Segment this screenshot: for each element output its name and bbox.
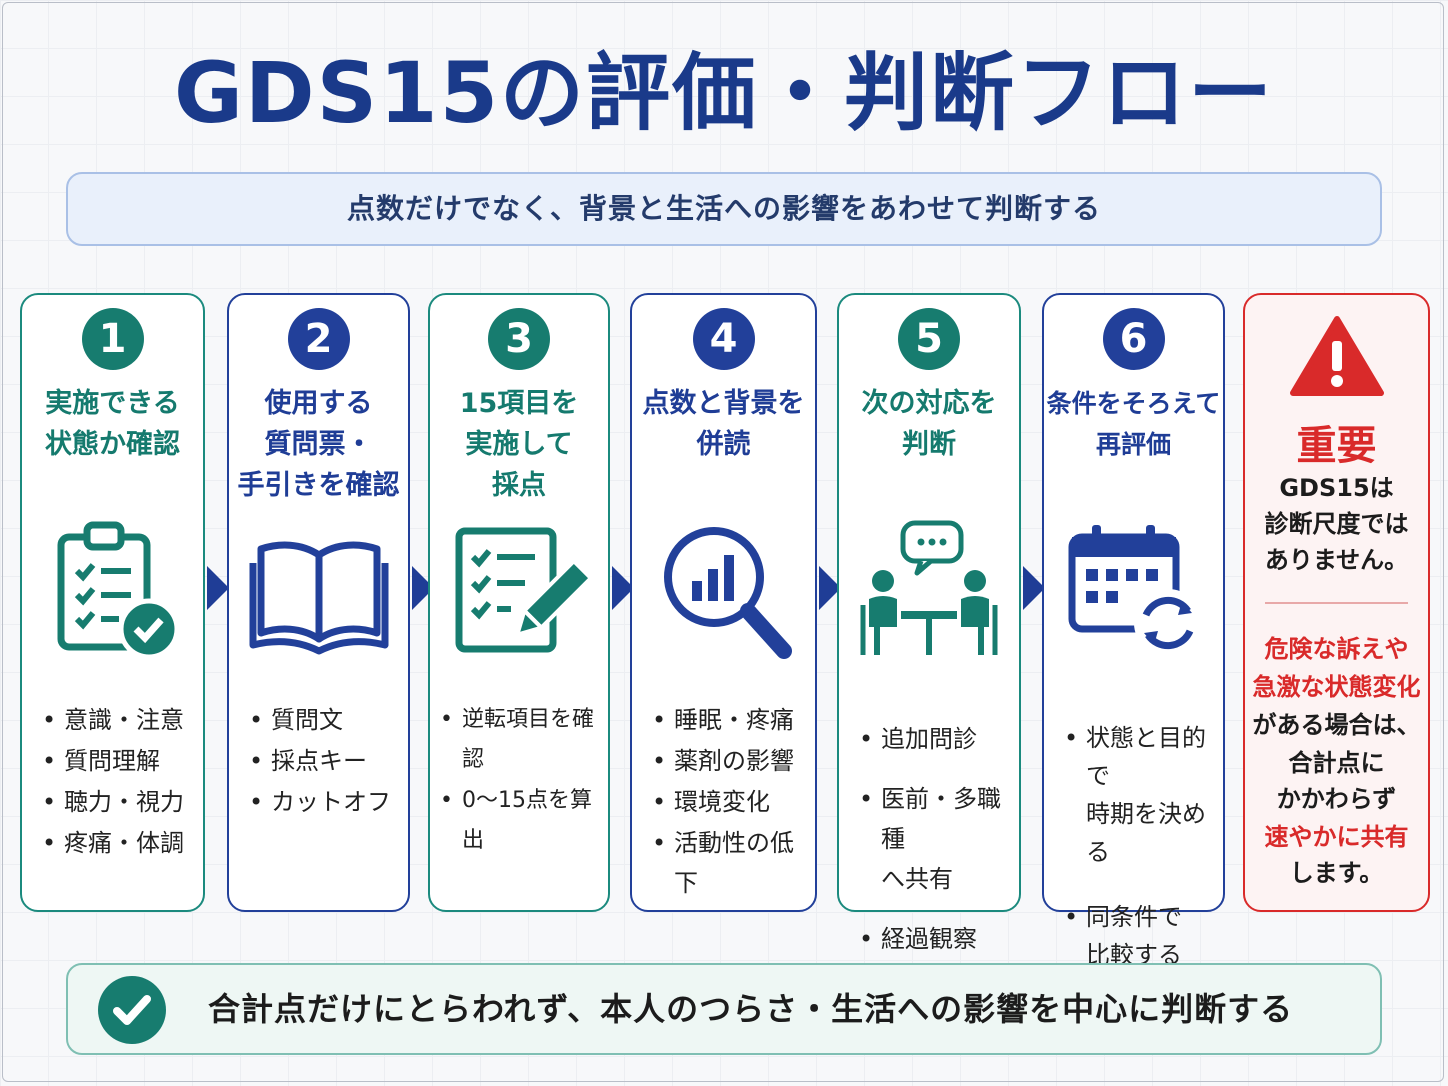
important-text: かかわらず [1276, 785, 1397, 813]
step-card-5: 5 次の対応を 判断 追加問診 医前・多職種 へ共有 経過観察 [837, 293, 1021, 959]
step-number: 6 [1102, 308, 1165, 370]
check-circle-icon [98, 976, 166, 1044]
bullet-item: 採点キー [247, 741, 402, 781]
step-bullets: 状態と目的で 時期を決める 同条件で 比較する [1062, 700, 1217, 994]
magnifier-chart-icon [663, 527, 792, 659]
consultation-icon [860, 520, 998, 655]
arrow-right-icon [1023, 566, 1045, 610]
warning-text: 危険な訴えや [1264, 635, 1409, 663]
bullet-item: 意識・注意 [40, 700, 197, 740]
step-card-2: 2 使用する 質問票・ 手引きを確認 質問文 採点キー カットオフ [227, 293, 410, 912]
step-title: 点数と背景を 併読 [642, 388, 805, 460]
step-title: 次の対応を 判断 [861, 388, 997, 460]
bullet-item: 状態と目的で 時期を決める [1062, 719, 1217, 871]
step-number: 3 [488, 308, 550, 370]
step-number: 2 [287, 308, 350, 370]
bullet-item: 聴力・視力 [40, 782, 197, 822]
bullet-item: カットオフ [247, 782, 402, 822]
step-bullets: 睡眠・疼痛 薬剤の影響 環境変化 活動性の低下 [650, 700, 809, 904]
step-card-4: 4 点数と背景を 併読 睡眠・疼痛 薬剤の影響 環境変化 活動性の低下 [630, 293, 817, 912]
step-bullets: 質問文 採点キー カットオフ [247, 700, 402, 823]
step-title: 15項目を 実施して 採点 [459, 388, 579, 501]
warning-text: 速やかに共有 [1264, 823, 1409, 851]
bullet-item: 経過観察 [857, 919, 1013, 959]
step-card-1: 1 実施できる 状態か確認 意識・注意 質問理解 聴力・視力 疼痛・体調 [20, 293, 205, 912]
arrow-right-icon [207, 566, 229, 610]
step-title: 使用する 質問票・ 手引きを確認 [237, 388, 400, 501]
step-bullets: 追加問診 医前・多職種 へ共有 経過観察 [857, 700, 1013, 979]
warning-icon [1289, 316, 1384, 396]
divider [1265, 602, 1408, 604]
bullet-item: 疼痛・体調 [40, 823, 197, 863]
bottom-banner: 合計点だけにとらわれず、本人のつらさ・生活への影響を中心に判断する [66, 963, 1382, 1055]
bottom-message: 合計点だけにとらわれず、本人のつらさ・生活への影響を中心に判断する [208, 990, 1294, 1028]
arrow-right-icon [612, 566, 634, 610]
subtitle-banner: 点数だけでなく、背景と生活への影響をあわせて判断する [66, 172, 1382, 246]
bullet-item: 活動性の低下 [650, 823, 809, 903]
step-number: 5 [898, 308, 960, 370]
step-bullets: 意識・注意 質問理解 聴力・視力 疼痛・体調 [40, 700, 197, 864]
important-text: 合計点に [1288, 749, 1385, 777]
bullet-item: 追加問診 [857, 719, 1013, 759]
bullet-item: 質問文 [247, 700, 402, 740]
arrow-right-icon [819, 566, 841, 610]
calendar-refresh-icon [1068, 525, 1202, 657]
step-bullets: 逆転項目を確認 0〜15点を算出 [438, 700, 602, 862]
checklist-pencil-icon [455, 527, 589, 653]
step-card-3: 3 15項目を 実施して 採点 逆転項目を確認 0〜15点を算出 [428, 293, 610, 912]
important-text: がある場合は、 [1252, 711, 1421, 739]
step-title: 実施できる 状態か確認 [45, 388, 180, 460]
step-number: 4 [692, 308, 755, 370]
warning-text: 急激な状態変化 [1252, 673, 1421, 701]
clipboard-check-icon [57, 521, 179, 660]
step-card-6: 6 条件をそろえて 再評価 状態と目的で 時期を決める 同条件で 比較する [1042, 293, 1225, 969]
important-text: ありません。 [1264, 546, 1409, 574]
bullet-item: 0〜15点を算出 [438, 781, 602, 861]
important-heading: 重要 [1296, 423, 1377, 469]
important-text: 診断尺度では [1264, 510, 1409, 538]
step-number: 1 [81, 308, 144, 370]
step-title: 条件をそろえて 再評価 [1046, 389, 1221, 459]
important-text: します。 [1289, 859, 1384, 887]
bullet-item: 医前・多職種 へ共有 [857, 779, 1013, 899]
bullet-item: 質問理解 [40, 741, 197, 781]
bullet-item: 薬剤の影響 [650, 741, 809, 781]
bullet-item: 逆転項目を確認 [438, 700, 602, 780]
page-title: GDS15の評価・判断フロー [173, 44, 1275, 142]
bullet-item: 環境変化 [650, 782, 809, 822]
important-card: 重要 GDS15は 診断尺度では ありません。 危険な訴えや 急激な状態変化 が… [1243, 293, 1430, 912]
bullet-item: 睡眠・疼痛 [650, 700, 809, 740]
important-text: GDS15は [1279, 474, 1394, 502]
open-book-icon [249, 541, 388, 655]
